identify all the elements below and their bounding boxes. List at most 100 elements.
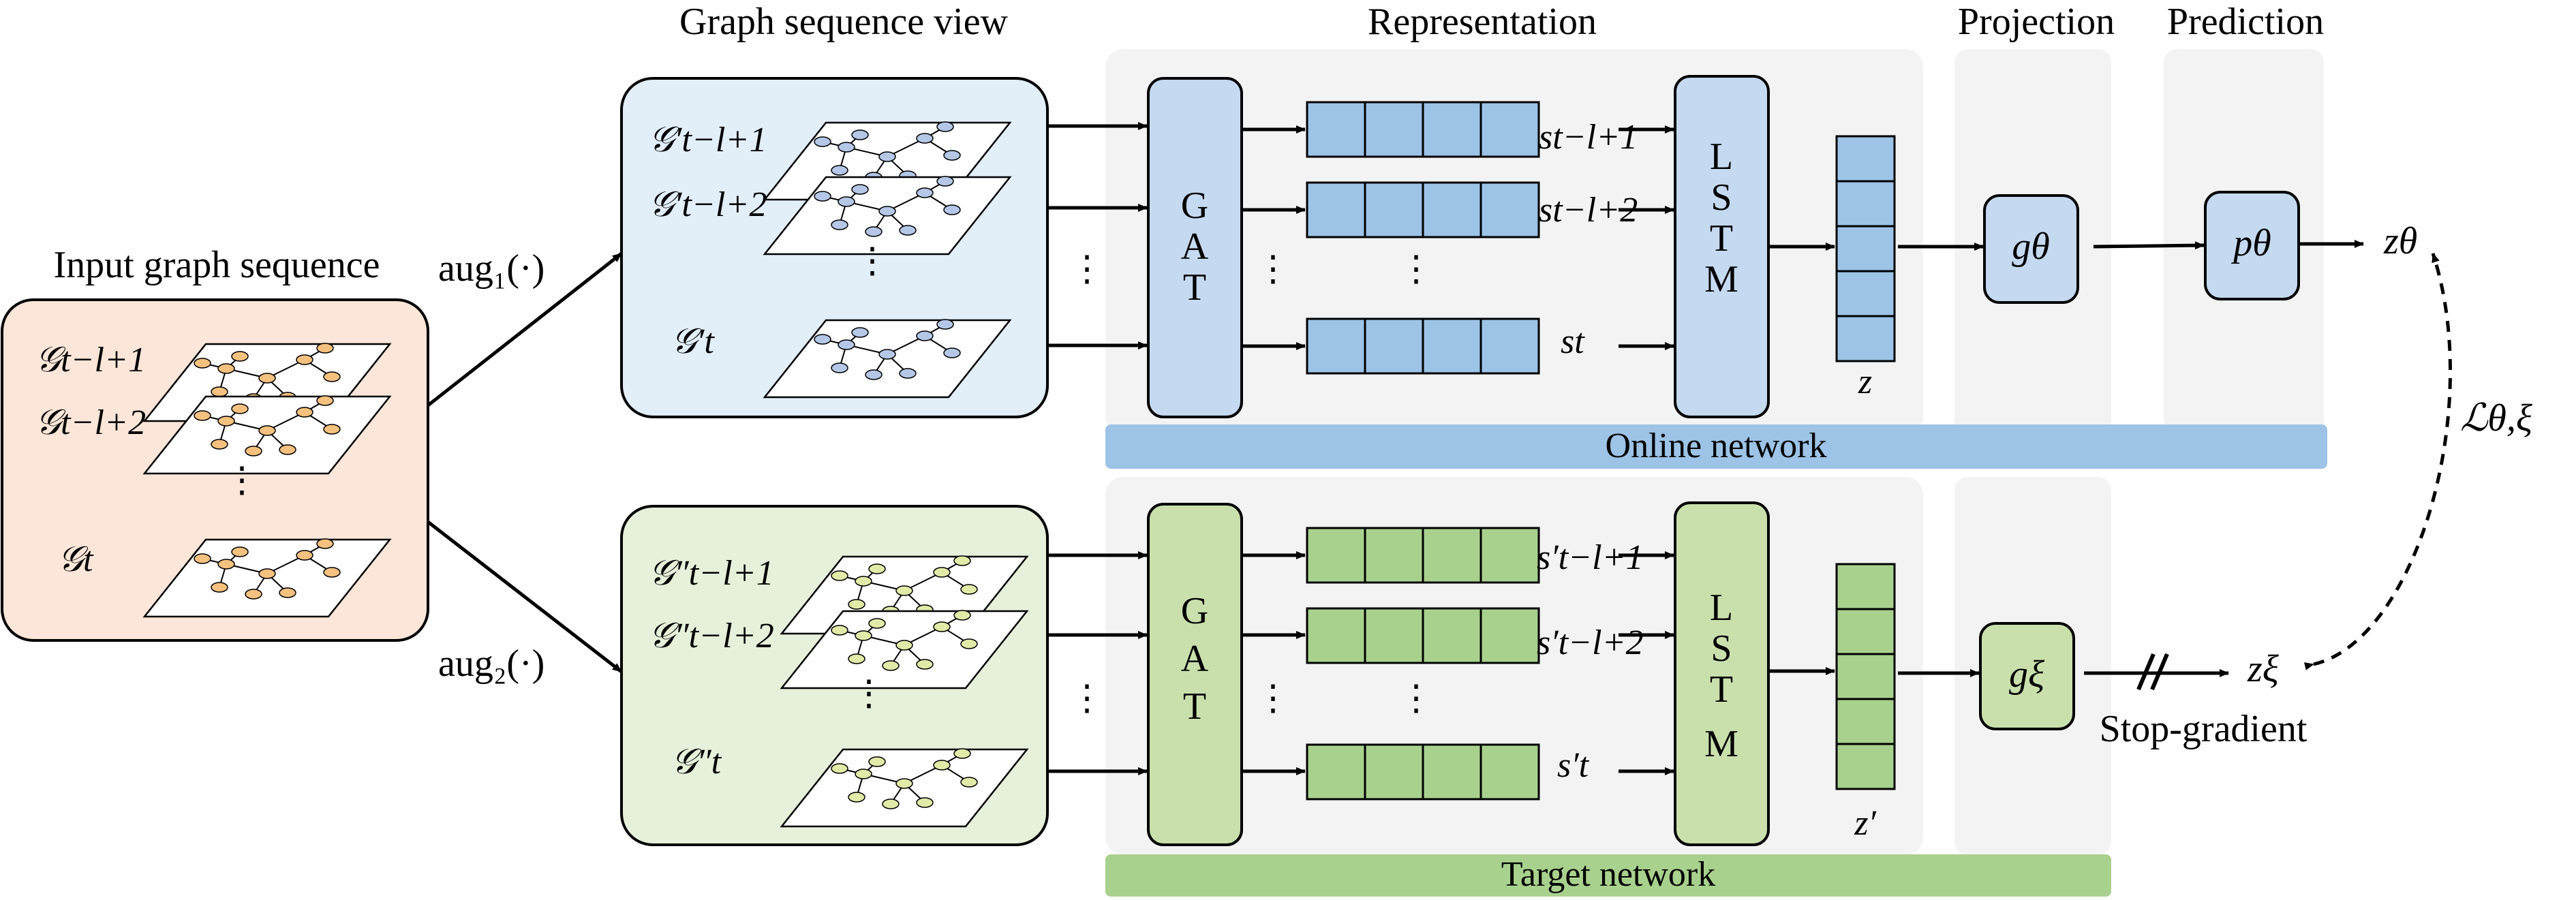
z-cell bbox=[1835, 653, 1896, 700]
graph-node bbox=[838, 196, 855, 207]
input-graph-label-2: 𝒢t−l+2 bbox=[35, 403, 146, 442]
graph-node bbox=[231, 403, 249, 414]
graph-node bbox=[895, 778, 913, 789]
graph-node bbox=[916, 330, 934, 341]
state-cell bbox=[1306, 101, 1366, 158]
online-lstm-letter-3: T bbox=[1710, 217, 1733, 260]
representation-title: Representation bbox=[1368, 1, 1597, 43]
graph-node bbox=[831, 570, 848, 581]
online-output-label: zθ bbox=[2383, 220, 2417, 262]
online-gat-box bbox=[1147, 77, 1243, 418]
input-graph-sequence-title: Input graph sequence bbox=[54, 244, 380, 286]
loss-label: ℒθ,ξ bbox=[2460, 397, 2532, 439]
online-lstm-letter-1: L bbox=[1710, 136, 1733, 178]
state-cell bbox=[1422, 743, 1482, 801]
target-gat-letter-2: A bbox=[1181, 638, 1209, 680]
graph-node bbox=[258, 568, 276, 579]
target-projector-box bbox=[1979, 622, 2075, 730]
graph-node bbox=[323, 567, 341, 578]
online-state-row-3 bbox=[1306, 317, 1540, 375]
online-z-label: z bbox=[1858, 362, 1872, 401]
state-cell bbox=[1306, 527, 1366, 584]
online-lstm-letter-2: S bbox=[1711, 176, 1732, 219]
prediction-title: Prediction bbox=[2167, 1, 2324, 43]
online-graph-stack bbox=[763, 121, 1012, 399]
graph-node bbox=[895, 640, 913, 651]
graph-node bbox=[851, 184, 869, 195]
target-graph-stack bbox=[780, 555, 1029, 828]
graph-node bbox=[936, 176, 954, 187]
z-cell bbox=[1835, 225, 1896, 273]
graph-node bbox=[868, 618, 886, 629]
target-state-ellipsis-mid: ⋮ bbox=[1398, 679, 1434, 718]
graph-node bbox=[848, 792, 865, 803]
graph-node bbox=[878, 349, 896, 360]
graph-node bbox=[855, 630, 872, 641]
graph-node bbox=[831, 165, 848, 176]
target-state-row-1 bbox=[1306, 527, 1540, 584]
graph-node bbox=[231, 546, 249, 557]
graph-node bbox=[814, 191, 831, 202]
graph-node bbox=[916, 797, 934, 808]
online-gat-input-ellipsis: ⋮ bbox=[1069, 250, 1105, 289]
graph-node bbox=[868, 756, 886, 767]
state-cell bbox=[1479, 101, 1540, 158]
z-cell bbox=[1835, 180, 1896, 228]
aug1-arrow bbox=[427, 252, 623, 407]
graph-node bbox=[943, 347, 961, 358]
graph-node bbox=[855, 576, 872, 587]
graph-node bbox=[245, 589, 262, 600]
online-state-ellipsis-left: ⋮ bbox=[1255, 250, 1291, 289]
graph-node bbox=[296, 407, 313, 418]
target-z-label: z′ bbox=[1854, 804, 1877, 843]
state-cell bbox=[1364, 101, 1424, 158]
target-state-label-2: s′t−l+2 bbox=[1537, 623, 1644, 662]
target-state-row-3 bbox=[1306, 743, 1540, 801]
graph-node bbox=[895, 585, 913, 596]
z-cell bbox=[1835, 608, 1896, 655]
state-cell bbox=[1479, 607, 1540, 664]
graph-node bbox=[882, 798, 900, 809]
state-cell bbox=[1306, 317, 1366, 375]
graph-node bbox=[960, 584, 978, 595]
target-z-vector bbox=[1835, 563, 1896, 790]
graph-node bbox=[899, 368, 917, 379]
state-cell bbox=[1479, 181, 1540, 238]
graph-node bbox=[296, 354, 313, 365]
target-output-label: zξ bbox=[2247, 648, 2279, 690]
graph-node bbox=[831, 362, 848, 373]
graph-node bbox=[194, 553, 211, 564]
graph-node bbox=[258, 373, 276, 384]
graph-node bbox=[933, 760, 951, 771]
target-gat-letter-1: G bbox=[1181, 590, 1208, 632]
graph-plane bbox=[142, 538, 392, 618]
graph-node bbox=[831, 625, 848, 636]
z-cell bbox=[1835, 743, 1896, 790]
graph-plane bbox=[763, 319, 1012, 399]
graph-node bbox=[296, 550, 313, 561]
target-lstm-letter-2: S bbox=[1711, 627, 1732, 670]
graph-node bbox=[316, 343, 334, 354]
state-cell bbox=[1479, 743, 1540, 801]
graph-node bbox=[814, 334, 831, 345]
z-cell bbox=[1835, 270, 1896, 317]
online-view-label-3: 𝒢′t bbox=[671, 322, 715, 361]
aug2-arrow bbox=[427, 521, 623, 673]
state-cell bbox=[1422, 181, 1482, 238]
graph-plane bbox=[780, 748, 1029, 828]
graph-node bbox=[936, 121, 954, 132]
target-network-label: Target network bbox=[1501, 855, 1716, 894]
graph-node bbox=[217, 363, 235, 374]
graph-node bbox=[194, 410, 211, 421]
online-state-row-2 bbox=[1306, 181, 1540, 238]
graph-node bbox=[217, 416, 235, 426]
state-cell bbox=[1422, 527, 1482, 584]
target-state-row-2 bbox=[1306, 607, 1540, 664]
graph-node bbox=[211, 582, 228, 593]
online-view-label-1: 𝒢′t−l+1 bbox=[649, 121, 767, 159]
online-gat-letter-1: G bbox=[1181, 185, 1208, 227]
target-lstm-letter-3: T bbox=[1710, 668, 1733, 711]
graph-node bbox=[953, 610, 971, 621]
graph-node bbox=[960, 777, 978, 788]
graph-node bbox=[211, 386, 228, 397]
